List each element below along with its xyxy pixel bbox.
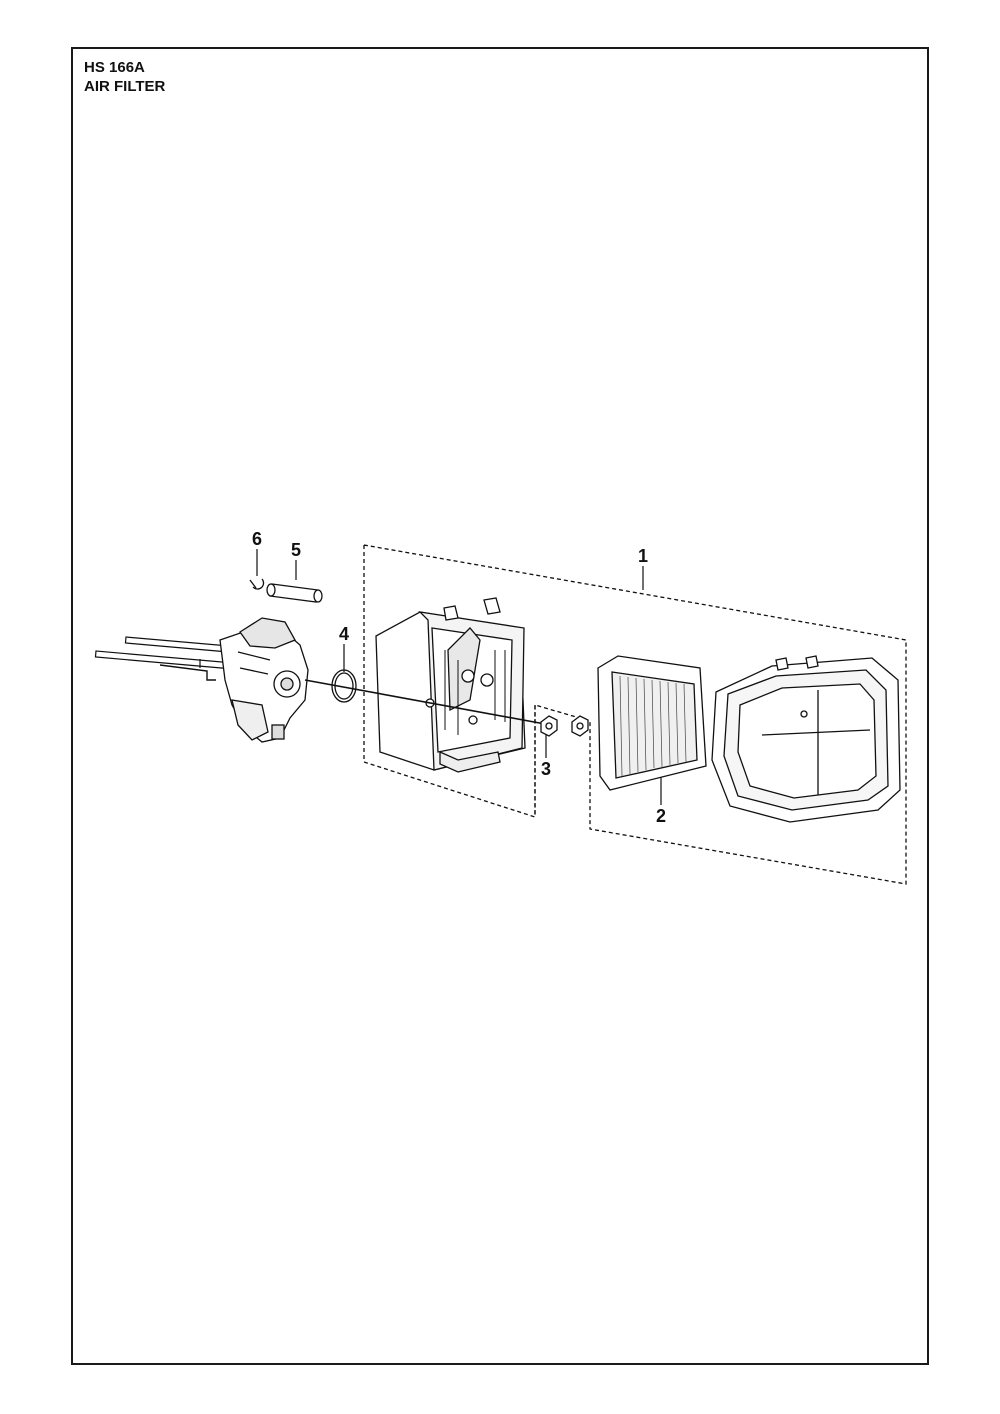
callout-5: 5 xyxy=(291,540,301,560)
group-1-bracket xyxy=(363,544,907,885)
stud-indicator-line xyxy=(159,664,216,681)
assembly-axis-line xyxy=(304,679,546,725)
mounting-studs xyxy=(94,636,237,669)
part-3-nuts xyxy=(540,715,589,737)
diagram-title-block: HS 166A AIR FILTER xyxy=(84,58,165,96)
page-frame xyxy=(71,47,929,1365)
part-6-clip xyxy=(249,578,265,590)
callout-1: 1 xyxy=(638,546,648,566)
model-number: HS 166A xyxy=(84,59,145,76)
carburetor xyxy=(219,617,309,743)
air-filter-base xyxy=(375,597,526,773)
callout-4: 4 xyxy=(339,624,349,644)
part-5-tube xyxy=(266,583,323,603)
part-2-filter-element xyxy=(597,655,707,791)
callout-6: 6 xyxy=(252,529,262,549)
assembly-groups xyxy=(363,544,907,885)
air-filter-cover xyxy=(711,655,901,823)
callout-2: 2 xyxy=(656,806,666,826)
callout-3: 3 xyxy=(541,759,551,779)
section-title: AIR FILTER xyxy=(84,78,166,95)
leader-lines xyxy=(256,549,662,805)
